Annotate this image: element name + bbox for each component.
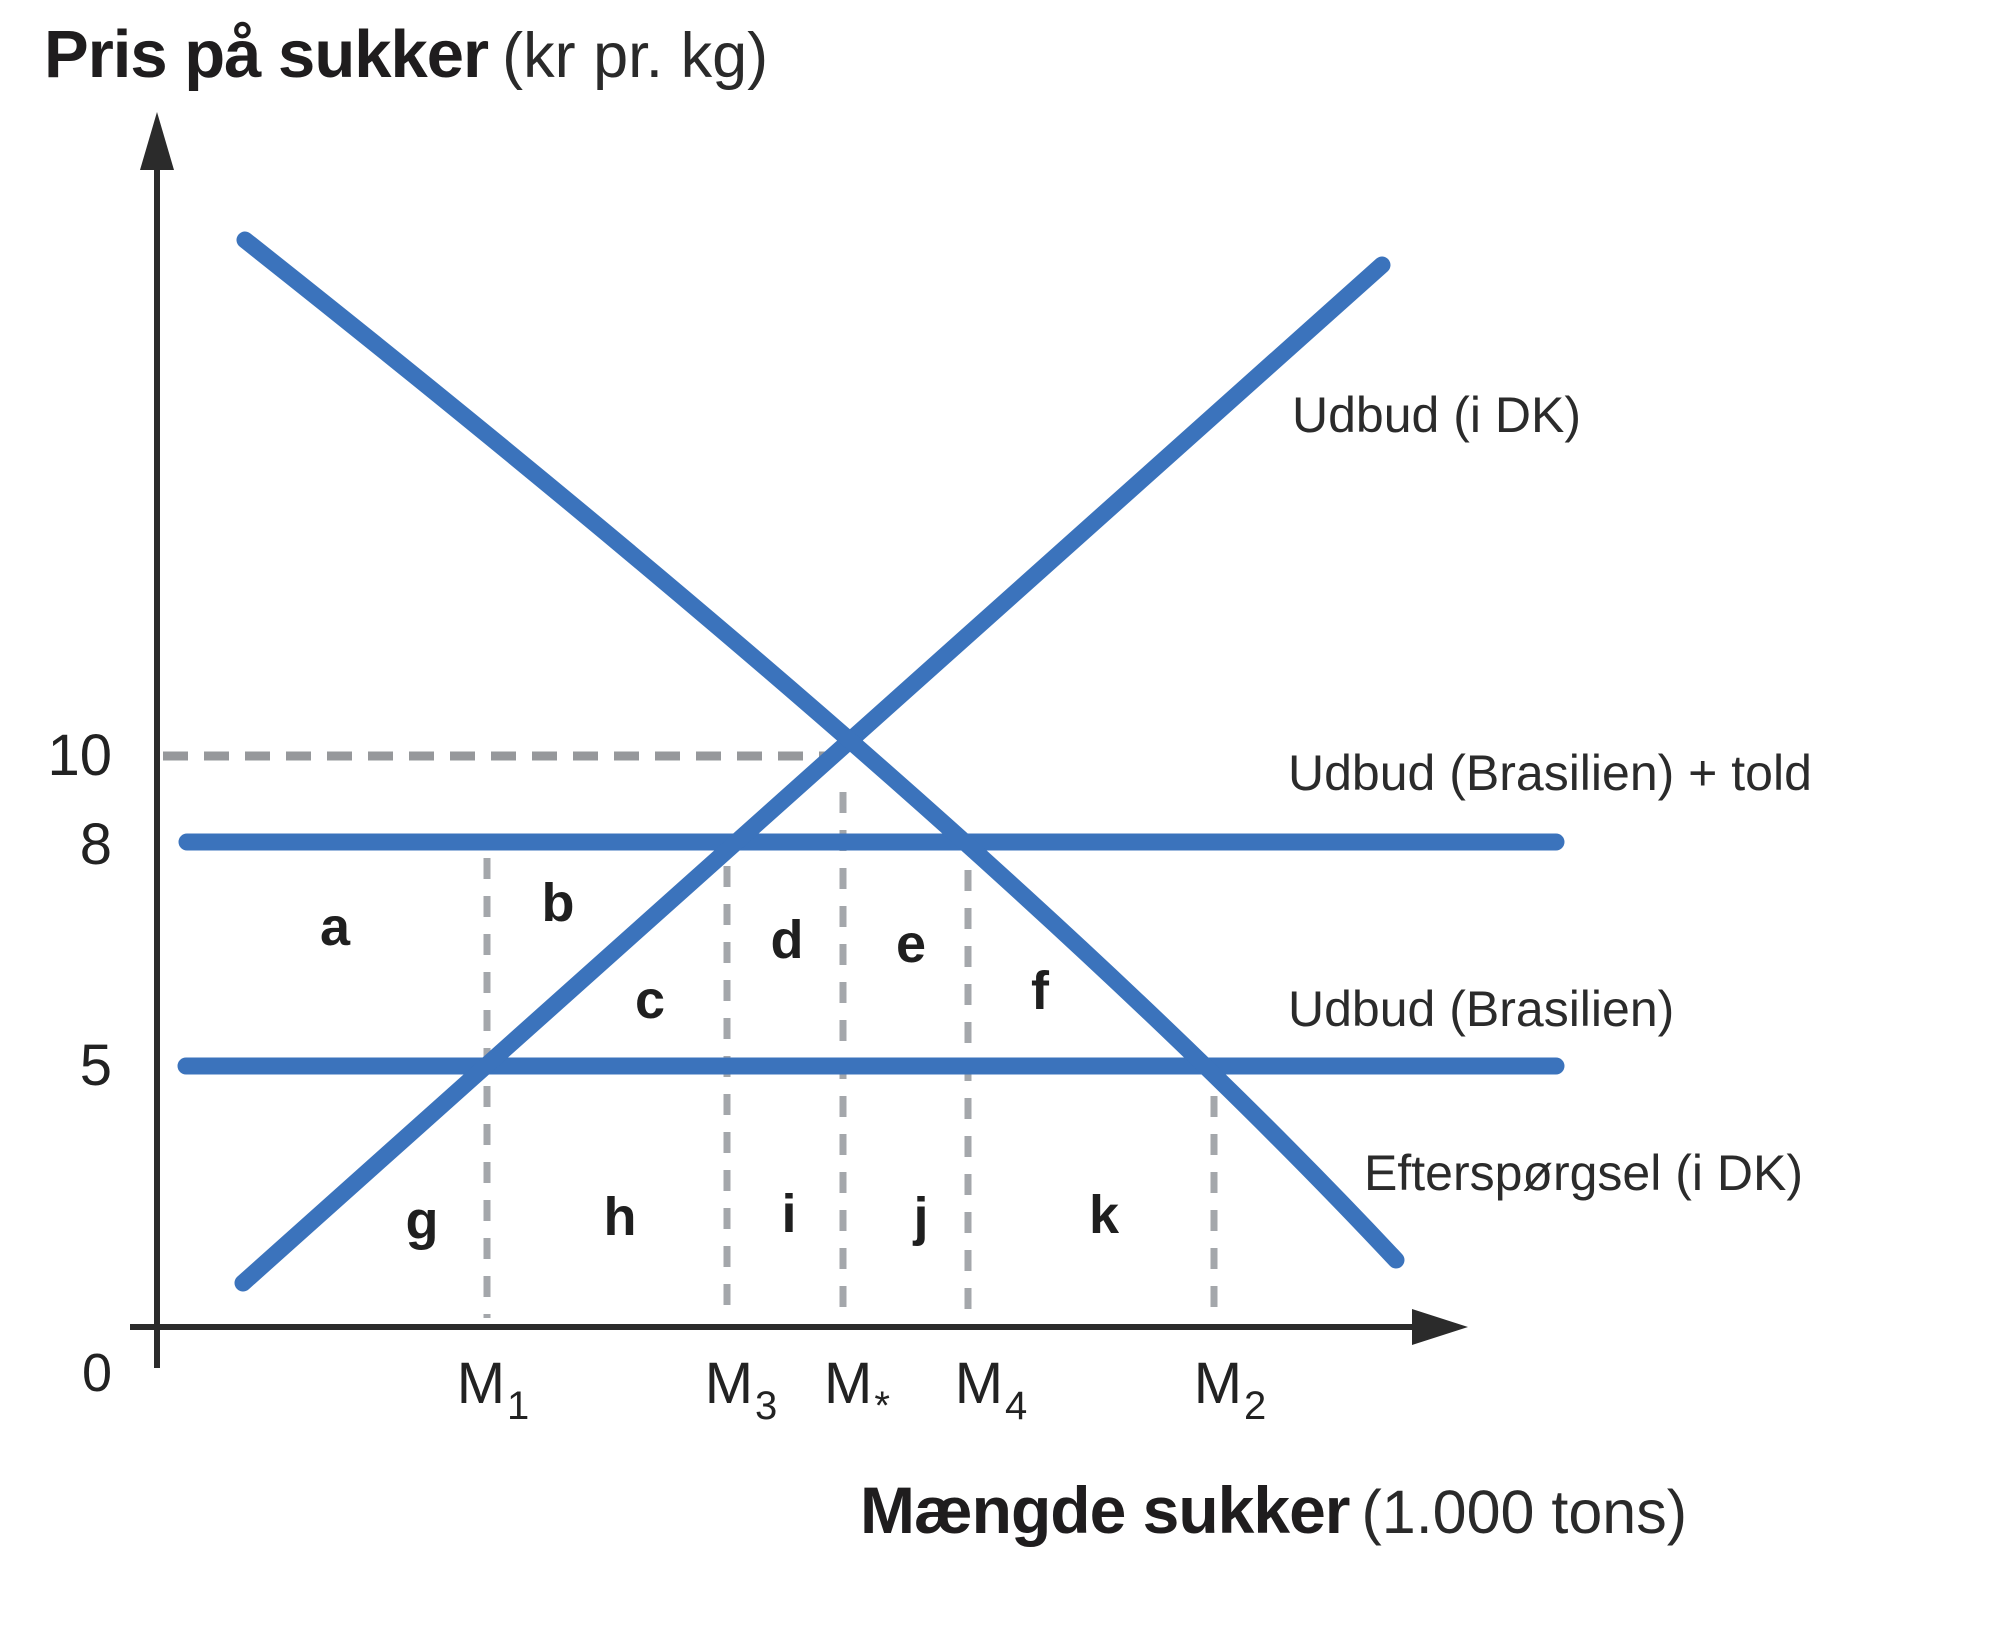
x-axis-title-unit: (1.000 tons) (1361, 1478, 1688, 1546)
supply-dk-curve (234, 256, 1391, 1292)
region-label-h: h (603, 1187, 637, 1247)
x-tick-m1-sub: 1 (507, 1384, 530, 1428)
x-tick-m3: M3 (670, 1350, 810, 1428)
supply-brazil-label: Udbud (Brasilien) (1288, 981, 1675, 1037)
demand-dk-label: Efterspørgsel (i DK) (1364, 1145, 1803, 1201)
y-tick-10: 10 (47, 723, 112, 788)
region-label-i: i (781, 1184, 797, 1244)
region-label-a: a (319, 897, 351, 957)
y-axis-arrow-icon (140, 112, 174, 170)
x-tick-m2: M2 (1159, 1350, 1299, 1428)
x-axis-title-main: Mængde sukker (860, 1473, 1350, 1547)
region-label-c: c (634, 970, 666, 1030)
region-label-f: f (1031, 961, 1049, 1021)
region-label-d: d (770, 910, 804, 970)
x-axis-title: Mængde sukker(1.000 tons) (860, 1472, 1687, 1548)
region-label-g: g (405, 1191, 439, 1251)
chart-title-unit: (kr pr. kg) (502, 21, 769, 91)
x-tick-mstar-sub: * (874, 1384, 890, 1428)
region-label-k: k (1088, 1185, 1120, 1245)
x-tick-m3-base: M (704, 1351, 754, 1416)
y-tick-8: 8 (79, 812, 112, 877)
region-label-b: b (541, 873, 575, 933)
region-label-e: e (895, 914, 927, 974)
origin-label: 0 (82, 1343, 113, 1403)
x-tick-m1: M1 (422, 1350, 562, 1428)
x-tick-mstar: M* (786, 1350, 926, 1428)
x-tick-mstar-base: M (824, 1351, 873, 1416)
x-tick-m4: M4 (920, 1350, 1060, 1428)
x-tick-m4-base: M (954, 1351, 1004, 1416)
chart-title-main: Pris på sukker (44, 17, 489, 92)
x-tick-m1-base: M (456, 1351, 506, 1416)
x-tick-m2-sub: 2 (1244, 1384, 1267, 1428)
supply-brazil-tariff-label: Udbud (Brasilien) + told (1288, 745, 1812, 801)
x-axis-arrow-icon (1412, 1309, 1468, 1345)
x-tick-m2-base: M (1193, 1351, 1243, 1416)
y-tick-5: 5 (79, 1033, 112, 1098)
demand-dk-curve (236, 231, 1405, 1269)
x-tick-m4-sub: 4 (1005, 1384, 1028, 1428)
supply-dk-label: Udbud (i DK) (1292, 387, 1581, 443)
x-tick-m3-sub: 3 (755, 1384, 778, 1428)
region-label-j: j (913, 1187, 929, 1247)
chart-title: Pris på sukker(kr pr. kg) (44, 16, 768, 93)
